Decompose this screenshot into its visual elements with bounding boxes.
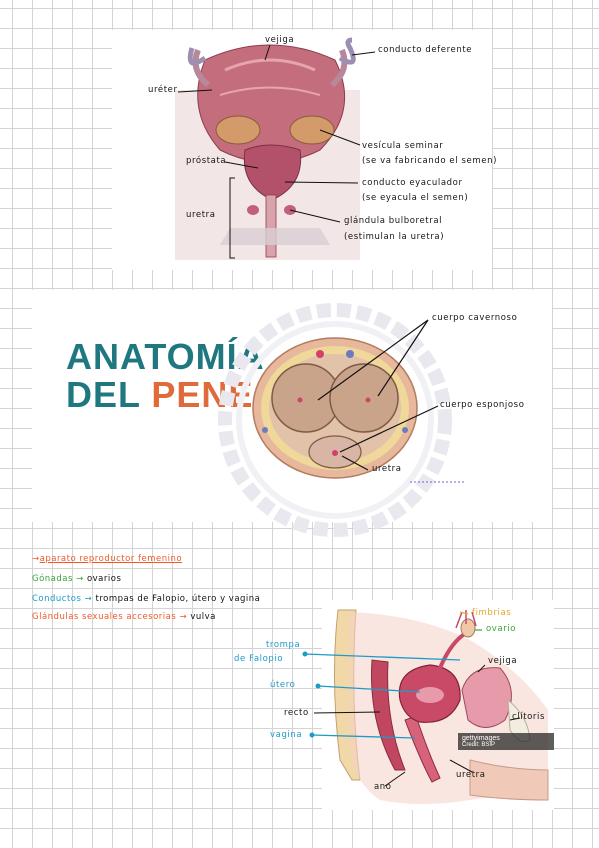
gonadas-arrow-icon: → [72, 574, 87, 584]
conductos-label: Conductos [32, 594, 82, 604]
label-utero: útero [270, 680, 296, 690]
label-glandula-note: (estimulan la uretra) [344, 232, 445, 242]
label-ovario: ovario [486, 624, 517, 634]
label-glandula: glándula bulboretral [344, 216, 443, 226]
label-vesicula-seminal: vesícula seminar [362, 141, 444, 151]
label-vejiga-female: vejiga [488, 656, 518, 666]
legend-glandulas: Glándulas sexuales accesorias → vulva [32, 612, 216, 622]
penis-title-line2: DEL PENE [66, 376, 265, 414]
label-vejiga: vejiga [265, 35, 295, 45]
penis-title-line1: ANATOMÍA [66, 336, 265, 377]
glandulas-label: Glándulas sexuales accesorias [32, 612, 177, 622]
watermark-line2: Credit: BSIP [462, 742, 496, 748]
conductos-value: trompas de Falopio, útero y vagina [95, 594, 261, 604]
label-cuerpo-esponjoso: cuerpo esponjoso [440, 400, 525, 410]
label-conducto-deferente: conducto deferente [378, 45, 473, 55]
gonadas-value: ovarios [86, 574, 122, 584]
glandulas-value: vulva [190, 612, 216, 622]
label-clitoris: clítoris [512, 712, 546, 722]
glandulas-arrow-icon: → [176, 612, 191, 622]
label-prostata: próstata [186, 156, 227, 166]
female-diagram-panel [322, 600, 554, 810]
gonadas-label: Gónadas [32, 574, 73, 584]
label-vesicula-note: (se va fabricando el semen) [362, 156, 498, 166]
penis-title-pene: PENE [151, 374, 254, 415]
label-trompa: trompa [266, 640, 301, 650]
label-de-falopio: de Falopio [234, 654, 284, 664]
label-cuerpo-cavernoso: cuerpo cavernoso [432, 313, 518, 323]
label-recto: recto [284, 708, 309, 718]
label-uretra-male: uretra [186, 210, 216, 220]
conductos-arrow-icon: → [81, 594, 96, 604]
penis-title-del: DEL [66, 374, 152, 415]
watermark-line1: gettyimages [462, 735, 500, 742]
label-conducto-eyaculador: conducto eyaculador [362, 178, 463, 188]
legend-conductos: Conductos → trompas de Falopio, útero y … [32, 594, 260, 604]
label-ureter: uréter [148, 85, 178, 95]
label-fimbrias: fimbrias [472, 608, 512, 618]
label-uretra-female: uretra [456, 770, 486, 780]
heading-arrow-icon: → [32, 554, 40, 564]
label-eyaculador-note: (se eyacula el semen) [362, 193, 469, 203]
label-vagina: vagina [270, 730, 303, 740]
female-heading-text: aparato reproductor femenino [39, 554, 183, 564]
legend-gonadas: Gónadas → ovarios [32, 574, 121, 584]
label-ano: ano [374, 782, 392, 792]
penis-title: ANATOMÍA DEL PENE [66, 338, 265, 414]
female-heading: →aparato reproductor femenino [32, 554, 182, 564]
label-uretra-penis: uretra [372, 464, 402, 474]
gettyimages-watermark: gettyimages Credit: BSIP [458, 733, 554, 750]
